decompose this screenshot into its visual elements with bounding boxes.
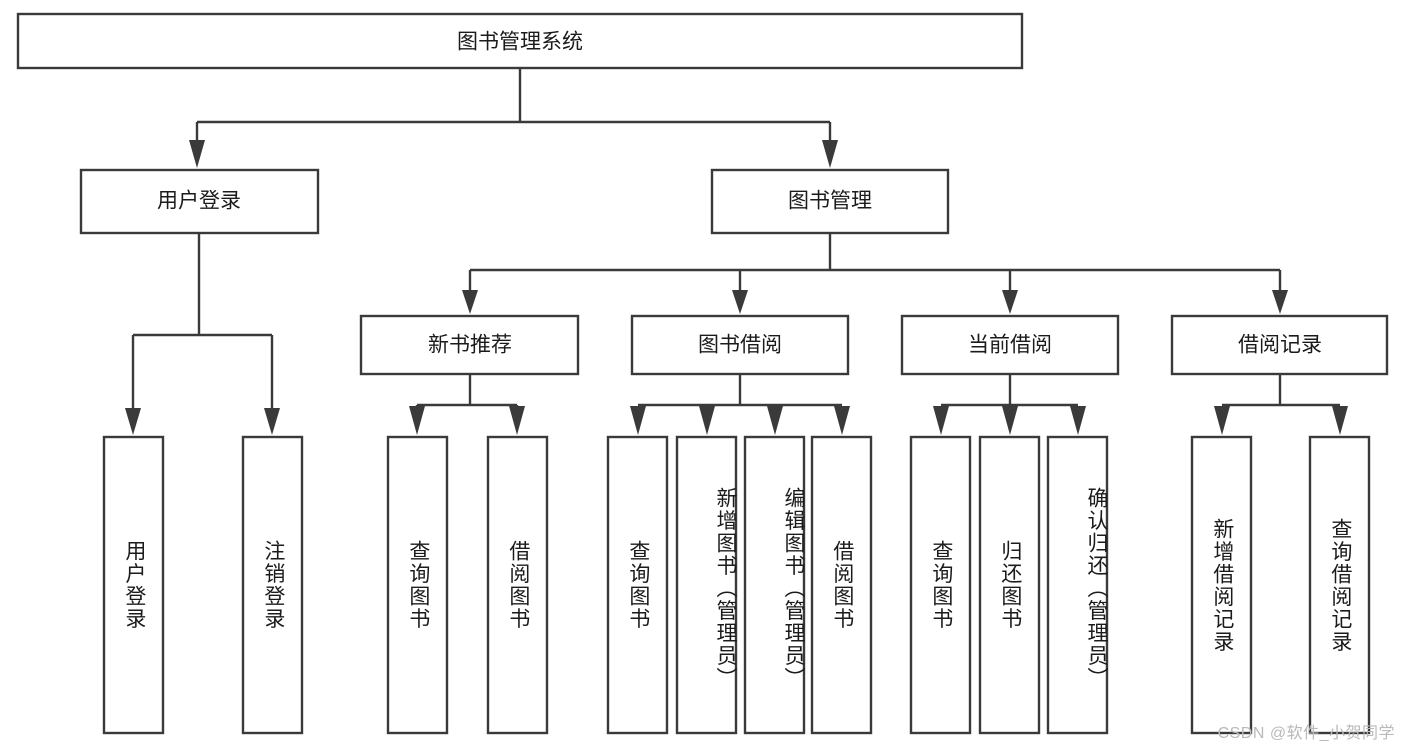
leaf-label-currentborrow-query: 查询图书 — [929, 540, 953, 630]
leaf-box-bookborrow-query[interactable] — [606, 435, 669, 735]
node-user-login[interactable]: 用户登录 — [79, 168, 320, 235]
node-borrow-records[interactable]: 借阅记录 — [1170, 314, 1389, 376]
node-root-box[interactable] — [16, 12, 1024, 70]
node-new-book-recommend-label: 新书推荐 — [428, 334, 512, 357]
arrow-head-bb-leaf1 — [630, 406, 646, 435]
leaf-label-newbooks-query: 查询图书 — [406, 540, 430, 630]
leaf-label-currentborrow-confirm: 确认归还（管理员） — [1085, 486, 1108, 690]
arrow-head-bb-leaf4 — [834, 406, 850, 435]
leaf-box-user-login-signin[interactable] — [102, 435, 165, 735]
leaf-label-records-add: 新增借阅记录 — [1210, 517, 1234, 653]
leaf-label-bookborrow-borrow: 借阅图书 — [830, 540, 854, 630]
arrow-head-cb-leaf2 — [1002, 406, 1018, 435]
node-book-management-label: 图书管理 — [788, 190, 872, 213]
leaf-label-currentborrow-return: 归还图书 — [998, 540, 1022, 630]
leaf-label-bookborrow-add: 新增图书（管理员） — [714, 486, 737, 690]
node-current-borrow-box[interactable] — [900, 314, 1120, 376]
arrow-head-nb-leaf2 — [509, 406, 525, 435]
leaf-box-newbooks-borrow[interactable] — [486, 435, 549, 735]
leaf-box-currentborrow-query[interactable] — [909, 435, 972, 735]
node-new-book-recommend[interactable]: 新书推荐 — [359, 314, 580, 376]
arrow-head-leaf-user-login — [125, 408, 141, 435]
connector-layer — [125, 68, 1348, 435]
arrow-head-bb-leaf2 — [699, 406, 715, 435]
node-root-label: 图书管理系统 — [457, 31, 583, 54]
node-root[interactable]: 图书管理系统 — [16, 12, 1024, 70]
arrow-head-user-login — [189, 140, 205, 168]
node-book-management[interactable]: 图书管理 — [710, 168, 950, 235]
leaf-box-bookborrow-add[interactable] — [675, 435, 738, 735]
node-user-login-box[interactable] — [79, 168, 320, 235]
arrow-head-cb-leaf1 — [933, 406, 949, 435]
arrow-head-new-books — [462, 290, 478, 314]
leaf-box-currentborrow-return[interactable] — [978, 435, 1041, 735]
node-current-borrow-label: 当前借阅 — [968, 334, 1052, 357]
leaf-box-records-add[interactable] — [1190, 435, 1253, 735]
node-book-borrow-box[interactable] — [630, 314, 850, 376]
node-book-management-box[interactable] — [710, 168, 950, 235]
leaf-box-user-login-logout[interactable] — [241, 435, 304, 735]
arrow-head-cb-leaf3 — [1070, 406, 1086, 435]
arrow-head-borrow-records — [1272, 290, 1288, 314]
arrow-head-book-mgmt — [822, 140, 838, 168]
leaf-label-bookborrow-edit: 编辑图书（管理员） — [782, 486, 805, 690]
leaf-label-newbooks-borrow: 借阅图书 — [506, 540, 530, 630]
leaf-label-user-login-signin: 用户登录 — [122, 540, 146, 630]
leaf-label-user-login-logout: 注销登录 — [261, 540, 285, 630]
leaf-box-bookborrow-borrow[interactable] — [810, 435, 873, 735]
leaf-box-newbooks-query[interactable] — [386, 435, 449, 735]
leaf-label-records-query: 查询借阅记录 — [1328, 517, 1352, 653]
csdn-watermark: CSDN @软件_小贺同学 — [1217, 725, 1395, 742]
node-book-borrow-label: 图书借阅 — [698, 334, 782, 357]
arrow-head-br-leaf1 — [1214, 406, 1230, 435]
node-borrow-records-box[interactable] — [1170, 314, 1389, 376]
leaf-box-bookborrow-edit[interactable] — [743, 435, 806, 735]
leaf-box-currentborrow-confirm[interactable] — [1046, 435, 1109, 735]
arrow-head-leaf-logout — [264, 408, 280, 435]
node-user-login-label: 用户登录 — [157, 190, 241, 213]
node-borrow-records-label: 借阅记录 — [1238, 334, 1322, 357]
arrow-head-book-borrow — [732, 290, 748, 314]
leaf-box-records-query[interactable] — [1308, 435, 1371, 735]
node-book-borrow[interactable]: 图书借阅 — [630, 314, 850, 376]
node-new-book-recommend-box[interactable] — [359, 314, 580, 376]
arrow-head-bb-leaf3 — [767, 406, 783, 435]
arrow-head-nb-leaf1 — [409, 406, 425, 435]
node-current-borrow[interactable]: 当前借阅 — [900, 314, 1120, 376]
arrow-head-current-borrow — [1002, 290, 1018, 314]
leaf-label-bookborrow-query: 查询图书 — [626, 540, 650, 630]
arrow-head-br-leaf2 — [1332, 406, 1348, 435]
